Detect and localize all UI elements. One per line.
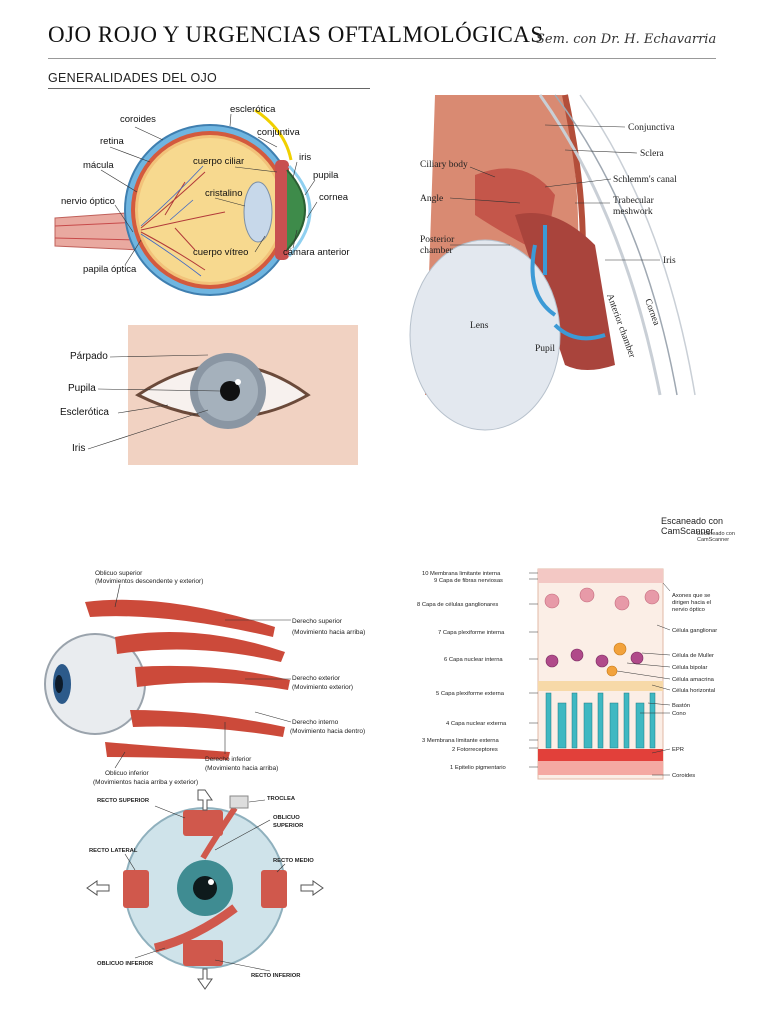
eye-label-pupila: pupila (313, 170, 339, 181)
angle-label-sclera: Sclera (640, 149, 665, 159)
eye-label-camara-anterior: cámara anterior (283, 247, 350, 258)
angle-label-ciliary-body: Ciliary body (420, 160, 468, 170)
eye-label-cristalino: cristalino (205, 188, 243, 199)
side-label-oblicuo-inferior-desc: (Movimientos hacia arriba y exterior) (93, 779, 198, 786)
eye-label-coroides: coroides (120, 114, 156, 125)
angle-label-conjunctiva: Conjunctiva (628, 123, 675, 133)
retina-left-4: 4 Capa nuclear externa (446, 721, 507, 727)
anterior-angle-figure: Conjunctiva Sclera Ciliary body Schlemm'… (409, 94, 696, 431)
subtitle-divider (48, 88, 370, 89)
side-label-derecho-superior: Derecho superior (292, 618, 343, 625)
retina-left-2: 2 Fotorreceptores (452, 747, 498, 753)
front-label-superior: SUPERIOR (273, 823, 304, 829)
front-label-troclea: TROCLEA (267, 796, 296, 802)
retina-right-ganglionar: Célula ganglionar (672, 628, 717, 634)
ext-label-iris: Iris (72, 443, 85, 454)
angle-label-angle: Angle (420, 194, 443, 204)
eye-label-retina: retina (100, 136, 124, 147)
side-label-derecho-interno-desc: (Movimiento hacia dentro) (290, 728, 365, 735)
external-eye-figure: Párpado Pupila Esclerótica Iris (60, 325, 358, 465)
retina-left-10: 10 Membrana limitante interna (422, 571, 501, 577)
scanner-watermark: Escaneado con CamScanner (661, 516, 724, 536)
retina-left-3: 3 Membrana limitante externa (422, 738, 499, 744)
eye-label-iris: iris (299, 152, 311, 163)
retina-right-muller: Célula de Muller (672, 653, 714, 659)
side-label-oblicuo-superior-desc: (Movimientos descendente y exterior) (95, 578, 203, 585)
ext-label-parpado: Párpado (70, 351, 108, 362)
extraocular-muscles-side-figure: Oblicuo superior (Movimientos descendent… (44, 570, 365, 786)
eye-label-cornea: cornea (319, 192, 349, 203)
ext-label-esclerotica: Esclerótica (60, 407, 109, 418)
front-label-recto-superior: RECTO SUPERIOR (97, 798, 150, 804)
retina-right-coroides: Coroides (672, 773, 695, 779)
side-label-oblicuo-inferior: Oblicuo inferior (105, 770, 150, 777)
side-label-derecho-inferior: Derecho inferior (205, 756, 252, 763)
side-label-derecho-exterior-desc: (Movimiento exterior) (292, 684, 353, 691)
eye-label-papila-optica: papila óptica (83, 264, 137, 275)
front-label-oblicuo: OBLICUO (273, 815, 300, 821)
retina-right-baston: Bastón (672, 703, 690, 709)
side-label-derecho-inferior-desc: (Movimiento hacia arriba) (205, 765, 278, 772)
scanner-watermark-small: Escaneado con CamScanner (697, 531, 735, 543)
page-title: OJO ROJO Y URGENCIAS OFTALMOLÓGICAS (48, 22, 544, 47)
ext-label-pupila: Pupila (68, 383, 96, 394)
side-label-oblicuo-superior: Oblicuo superior (95, 570, 143, 577)
retina-right-axones-1: Axones que se (672, 593, 710, 599)
side-label-derecho-superior-desc: (Movimiento hacia arriba) (292, 629, 365, 636)
retina-right-axones-3: nervio óptico (672, 607, 705, 613)
eye-label-nervio-optico: nervio óptico (61, 196, 115, 207)
angle-label-meshwork: meshwork (613, 207, 653, 217)
front-label-recto-inferior: RECTO INFERIOR (251, 973, 301, 979)
retina-left-1: 1 Epitelio pigmentario (450, 765, 506, 771)
angle-label-lens: Lens (470, 321, 489, 331)
angle-label-iris: Iris (663, 256, 676, 266)
retina-left-7: 7 Capa plexiforme interna (438, 630, 505, 636)
front-label-recto-lateral: RECTO LATERAL (89, 848, 138, 854)
angle-label-posterior: Posterior (420, 235, 455, 245)
front-label-recto-medio: RECTO MEDIO (273, 858, 314, 864)
side-label-derecho-exterior: Derecho exterior (292, 675, 341, 682)
extraocular-muscles-front-figure: RECTO SUPERIOR TROCLEA OBLICUO SUPERIOR … (86, 789, 324, 990)
retina-left-5: 5 Capa plexiforme externa (436, 691, 505, 697)
author-signature: Sem. con Dr. H. Echavarria (536, 32, 717, 47)
eye-label-conjuntiva: conjuntiva (257, 127, 300, 138)
retina-left-8: 8 Capa de células ganglionares (417, 602, 498, 608)
eye-label-cuerpo-ciliar: cuerpo ciliar (193, 156, 244, 167)
retina-right-amacrina: Célula amacrina (672, 677, 715, 683)
retina-left-6: 6 Capa nuclear interna (444, 657, 503, 663)
eye-label-cuerpo-vitreo: cuerpo vítreo (193, 247, 248, 258)
side-label-derecho-interno: Derecho interno (292, 719, 339, 726)
eye-label-esclerotica: esclerótica (230, 104, 276, 115)
retina-left-9: 9 Capa de fibras nerviosas (434, 578, 503, 584)
retina-right-axones-2: dirigen hacia el (672, 600, 711, 606)
retina-right-cono: Cono (672, 711, 686, 717)
retina-right-bipolar: Célula bipolar (672, 665, 708, 671)
section-subtitle: GENERALIDADES DEL OJO (48, 71, 218, 85)
front-label-oblicuo-inferior: OBLICUO INFERIOR (97, 961, 154, 967)
angle-label-pupil: Pupil (535, 344, 555, 354)
title-divider (48, 58, 716, 59)
angle-label-trabecular: Trabecular (613, 196, 655, 206)
eye-label-macula: mácula (83, 160, 114, 171)
angle-label-schlemms-canal: Schlemm's canal (613, 175, 677, 185)
retina-right-horizontal: Célula horizontal (672, 688, 715, 694)
retina-layers-figure: 10 Membrana limitante interna 9 Capa de … (417, 568, 717, 780)
eye-cross-section-figure: coroides esclerótica retina conjuntiva m… (54, 104, 350, 296)
angle-label-chamber: chamber (420, 246, 454, 256)
retina-right-epr: EPR (672, 747, 684, 753)
